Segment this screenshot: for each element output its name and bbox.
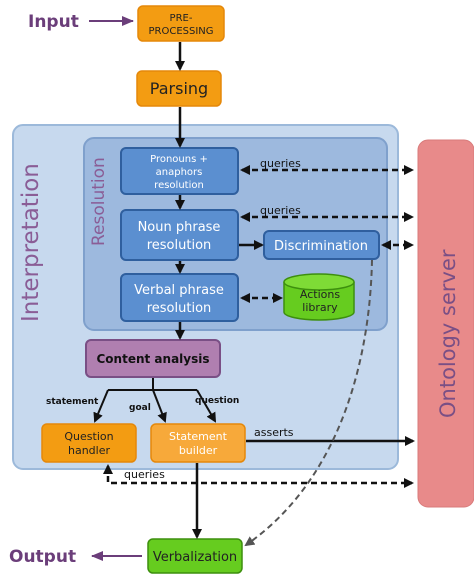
- parsing-text: Parsing: [150, 79, 208, 98]
- discrimination-to-verbalization-arrow: [244, 259, 373, 547]
- verbalization-box: [147, 538, 243, 574]
- input-label: Input: [28, 12, 79, 32]
- ontology-server-label: Ontology server: [436, 249, 460, 418]
- content-analysis-box: [85, 339, 221, 378]
- question-text-2: handler: [68, 444, 110, 457]
- statement-text-2: builder: [179, 444, 218, 457]
- queries-label-2: queries: [260, 204, 301, 217]
- pronouns-text-3: resolution: [154, 180, 204, 191]
- actions-library-cylinder: Actions library: [283, 273, 355, 321]
- verbal-text-2: resolution: [147, 301, 212, 316]
- ontology-server: [417, 139, 474, 508]
- pronouns-resolution-box: [120, 147, 239, 195]
- pronouns-text-2: anaphors: [156, 167, 203, 178]
- queries-label-3: queries: [124, 468, 165, 481]
- resolution-label: Resolution: [89, 157, 109, 246]
- noun-text-1: Noun phrase: [138, 220, 221, 235]
- question-text-1: Question: [64, 430, 113, 443]
- statement-text-1: Statement: [169, 430, 228, 443]
- noun-phrase-resolution-box: [120, 209, 239, 261]
- question-edge-label: question: [195, 396, 239, 406]
- actions-text-1: Actions: [300, 288, 340, 301]
- asserts-label: asserts: [254, 426, 294, 439]
- output-label: Output: [9, 547, 76, 567]
- verbal-phrase-resolution-box: [120, 273, 239, 322]
- noun-text-2: resolution: [147, 238, 212, 253]
- content-analysis-text: Content analysis: [97, 352, 210, 366]
- question-handler-box: [41, 423, 137, 463]
- content-analysis-branches: [93, 378, 217, 423]
- statement-edge-label: statement: [46, 397, 99, 407]
- interpretation-label: Interpretation: [18, 163, 44, 322]
- statement-builder-box: [150, 423, 246, 463]
- parsing-box: [136, 70, 222, 107]
- verbalization-text: Verbalization: [153, 550, 237, 565]
- verbal-text-1: Verbal phrase: [134, 283, 224, 298]
- pronouns-text-1: Pronouns +: [150, 154, 208, 165]
- queries-arrow-question-handler: [103, 464, 414, 488]
- preprocessing-text-2: PROCESSING: [148, 26, 213, 37]
- actions-text-2: library: [302, 301, 338, 314]
- discrimination-box: [263, 230, 380, 260]
- preprocessing-text-1: PRE-: [170, 13, 193, 24]
- queries-label-1: queries: [260, 157, 301, 170]
- preprocessing-box: [137, 5, 225, 42]
- discrimination-text: Discrimination: [274, 239, 368, 254]
- goal-edge-label: goal: [129, 403, 151, 413]
